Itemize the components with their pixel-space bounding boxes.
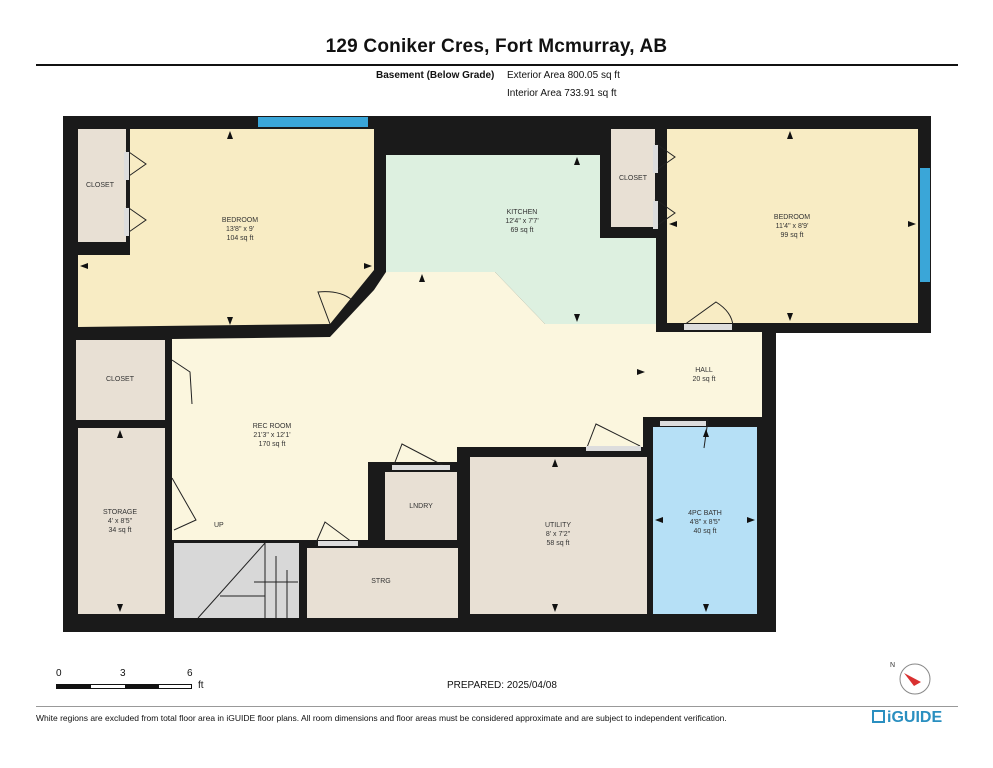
rec-room-area: 170 sq ft — [258, 441, 286, 448]
title-divider — [36, 64, 958, 66]
laundry-label: LNDRY — [409, 503, 433, 510]
bedroom-right-area — [667, 129, 918, 323]
closet-top-left-area — [78, 129, 126, 242]
bedroom-left-area: 104 sq ft — [226, 235, 254, 242]
laundry-area — [385, 472, 457, 540]
rec-room-area — [172, 272, 762, 540]
exterior-area: Exterior Area 800.05 sq ft — [507, 70, 620, 81]
kitchen-area — [386, 155, 656, 324]
compass-icon: N — [888, 660, 938, 700]
utility-label: UTILITY 8' x 7'2" 58 sq ft — [518, 521, 598, 548]
scale-label-6: 6 — [187, 668, 193, 679]
bath-dims: 4'8" x 8'5" — [689, 519, 721, 526]
bath-name: 4PC BATH — [688, 510, 722, 517]
bedroom-right-dims: 11'4" x 8'9' — [775, 223, 809, 230]
footer-divider — [36, 706, 958, 707]
bedroom-right-area: 99 sq ft — [780, 232, 804, 239]
rec-room-name: REC ROOM — [252, 423, 292, 430]
hall-label: HALL 20 sq ft — [674, 366, 734, 384]
storage-dims: 4' x 8'5" — [107, 518, 133, 525]
closet-mid-left-label: CLOSET — [105, 376, 134, 383]
scale-label-3: 3 — [120, 668, 126, 679]
kitchen-dims: 12'4" x 7'7' — [505, 218, 539, 225]
bedroom-left-label: BEDROOM 13'8" x 9' 104 sq ft — [200, 216, 280, 243]
iguide-logo-text: iGUIDE — [887, 709, 943, 726]
storage-area: 34 sq ft — [108, 527, 132, 534]
bedroom-right-name: BEDROOM — [773, 214, 811, 221]
rec-room-label: REC ROOM 21'3" x 12'1' 170 sq ft — [232, 422, 312, 449]
closet-mid-left-area — [76, 340, 165, 420]
floor-level-name: Basement (Below Grade) — [376, 70, 495, 81]
iguide-logo: iGUIDE — [872, 709, 942, 727]
closet-top-left-label: CLOSET — [85, 182, 114, 189]
door-openings — [124, 145, 732, 546]
bedroom-left-area — [78, 129, 374, 327]
bedroom-left-dims: 13'8" x 9' — [225, 226, 255, 233]
storage-label: STORAGE 4' x 8'5" 34 sq ft — [84, 508, 156, 535]
kitchen-area: 69 sq ft — [510, 227, 534, 234]
scale-bar-outline — [56, 684, 192, 689]
property-address-title: 129 Coniker Cres, Fort Mcmurray, AB — [325, 36, 668, 57]
storage-area — [78, 428, 165, 614]
compass-north-label: N — [890, 662, 896, 669]
hall-name: HALL — [695, 367, 713, 374]
scale-unit: ft — [198, 680, 204, 691]
scale-label-0: 0 — [56, 668, 62, 679]
bedroom-left-name: BEDROOM — [221, 217, 259, 224]
storage-name: STORAGE — [102, 509, 138, 516]
scale-segment-3 — [125, 685, 159, 688]
closet-top-right-area — [611, 129, 655, 227]
utility-area — [470, 457, 647, 614]
strg-area — [307, 548, 458, 618]
compass-graphic — [899, 663, 931, 695]
utility-area: 58 sq ft — [546, 540, 570, 547]
rec-room-dims: 21'3" x 12'1' — [253, 432, 291, 439]
closet-top-right-label: CLOSET — [618, 175, 647, 182]
iguide-logo-icon — [872, 710, 885, 723]
stairs-area — [174, 543, 299, 618]
bath-area — [653, 427, 757, 614]
utility-dims: 8' x 7'2" — [545, 531, 571, 538]
kitchen-name: KITCHEN — [506, 209, 538, 216]
stair-lines — [197, 542, 298, 619]
prepared-date: PREPARED: 2025/04/08 — [447, 680, 557, 691]
kitchen-label: KITCHEN 12'4" x 7'7' 69 sq ft — [482, 208, 562, 235]
window-bedroom-left — [258, 117, 368, 127]
dimension-arrows — [80, 131, 916, 612]
bedroom-right-label: BEDROOM 11'4" x 8'9' 99 sq ft — [752, 213, 832, 240]
footer-disclaimer: White regions are excluded from total fl… — [36, 713, 727, 723]
scale-segment-1 — [57, 685, 91, 688]
stairs-up-label: UP — [214, 522, 224, 529]
bath-label: 4PC BATH 4'8" x 8'5" 40 sq ft — [665, 509, 745, 536]
utility-name: UTILITY — [544, 522, 572, 529]
door-swings — [125, 142, 734, 546]
window-bedroom-right — [920, 168, 930, 282]
scale-bar: 0 3 6 ft — [56, 668, 216, 692]
bath-area: 40 sq ft — [693, 528, 717, 535]
interior-area: Interior Area 733.91 sq ft — [507, 88, 617, 99]
hall-area: 20 sq ft — [692, 376, 716, 383]
strg-label: STRG — [371, 578, 391, 585]
